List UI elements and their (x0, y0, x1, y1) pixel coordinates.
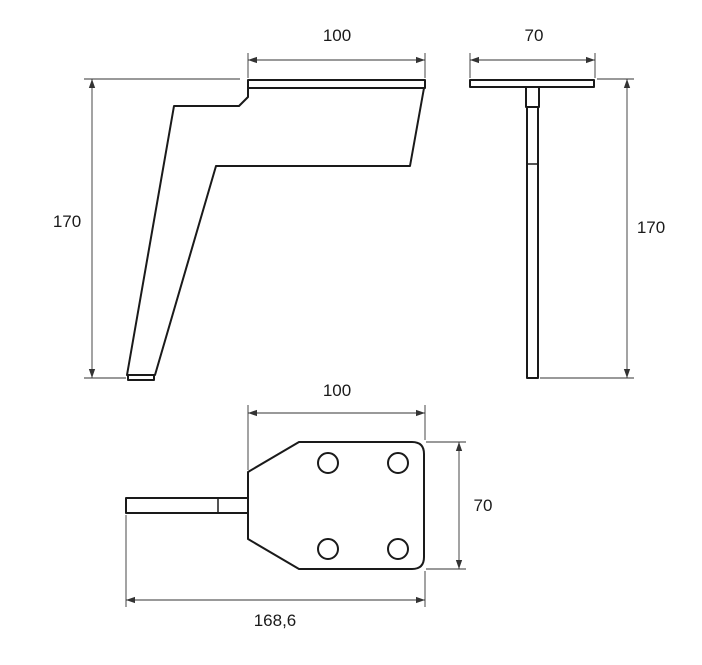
top-view-length-label: 168,6 (254, 611, 297, 630)
side-view-height-dimension: 170 (53, 78, 240, 379)
front-view-leg (526, 106, 539, 379)
top-view-width-label: 100 (323, 381, 351, 400)
mounting-hole (317, 538, 339, 560)
front-view-height-dimension: 170 (540, 78, 665, 379)
front-view-width-label: 70 (525, 26, 544, 45)
side-view-leg-body (126, 87, 425, 376)
top-view-length-dimension: 168,6 (125, 515, 426, 630)
side-view-height-label: 170 (53, 212, 81, 231)
top-view-width-dimension: 100 (247, 381, 426, 470)
top-view-leg-bar (125, 497, 250, 514)
mounting-hole (387, 538, 409, 560)
mounting-hole (387, 452, 409, 474)
top-view-mounting-plate (247, 441, 425, 570)
side-view-width-label: 100 (323, 26, 351, 45)
front-view-height-label: 170 (637, 218, 665, 237)
top-view-height-label: 70 (474, 496, 493, 515)
top-view-height-dimension: 70 (426, 441, 493, 570)
side-view-mounting-plate (247, 79, 426, 89)
front-view-neck (525, 86, 540, 108)
side-view-foot (127, 374, 155, 381)
front-view: 70 170 (469, 26, 665, 379)
front-view-width-dimension: 70 (469, 26, 596, 78)
top-view: 100 70 168,6 (125, 381, 493, 630)
side-view: 100 170 (53, 26, 426, 381)
mounting-hole (317, 452, 339, 474)
front-view-mounting-plate (469, 79, 595, 88)
side-view-width-dimension: 100 (247, 26, 426, 78)
